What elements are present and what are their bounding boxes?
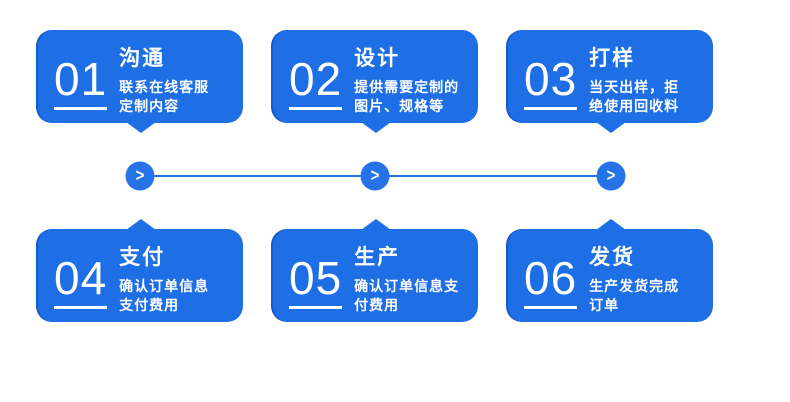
step-title: 支付 (119, 246, 166, 269)
step-number: 01 (54, 53, 108, 105)
step-card-06: 06 发货 生产发货完成 订单 (508, 229, 713, 322)
chevron-right-icon: > (370, 166, 380, 186)
step-description-line: 定制内容 (119, 98, 180, 114)
arrow-node-1: > (125, 161, 155, 191)
step-card-04: 04 支付 确认订单信息 支付费用 (38, 229, 243, 322)
step-text-block: 支付 确认订单信息 支付费用 (119, 239, 209, 315)
arrow-node-3: > (596, 161, 626, 191)
step-number-block: 02 (289, 53, 343, 110)
step-description: 联系在线客服 定制内容 (119, 78, 209, 116)
step-number-block: 01 (54, 53, 108, 110)
step-number-block: 04 (54, 252, 108, 309)
step-description: 当天出样，拒 绝使用回收料 (589, 78, 679, 116)
step-description-line: 生产发货完成 (589, 278, 680, 294)
chevron-right-icon: > (606, 166, 616, 186)
step-description: 提供需要定制的 图片、规格等 (354, 78, 459, 116)
step-number-block: 06 (524, 252, 578, 309)
step-number-block: 03 (524, 53, 578, 110)
step-text-block: 生产 确认订单信息支 付费用 (354, 239, 459, 315)
number-underline (289, 107, 343, 110)
step-description-line: 提供需要定制的 (354, 79, 460, 95)
process-connector: > > > (0, 123, 790, 229)
step-number: 02 (289, 53, 343, 105)
step-description: 生产发货完成 订单 (589, 277, 679, 315)
step-description: 确认订单信息 支付费用 (119, 277, 209, 315)
step-description-line: 订单 (589, 297, 620, 313)
step-card-01: 01 沟通 联系在线客服 定制内容 (38, 30, 243, 123)
step-description-line: 联系在线客服 (119, 79, 210, 95)
step-title: 打样 (589, 47, 636, 70)
step-number: 04 (54, 252, 108, 304)
step-description-line: 支付费用 (119, 297, 180, 313)
step-text-block: 沟通 联系在线客服 定制内容 (119, 40, 209, 116)
step-card-02: 02 设计 提供需要定制的 图片、规格等 (273, 30, 478, 123)
step-number: 05 (289, 252, 343, 304)
steps-row-top: 01 沟通 联系在线客服 定制内容 02 设计 提供需要定制的 图片、规格等 (38, 30, 713, 123)
number-underline (524, 306, 578, 309)
number-underline (54, 306, 108, 309)
step-description-line: 绝使用回收料 (589, 98, 680, 114)
step-text-block: 发货 生产发货完成 订单 (589, 239, 679, 315)
number-underline (54, 107, 108, 110)
step-text-block: 设计 提供需要定制的 图片、规格等 (354, 40, 459, 116)
arrow-node-2: > (360, 161, 390, 191)
chevron-right-icon: > (135, 166, 145, 186)
step-text-block: 打样 当天出样，拒 绝使用回收料 (589, 40, 679, 116)
step-number: 06 (524, 252, 578, 304)
steps-row-bottom: 04 支付 确认订单信息 支付费用 05 生产 确认订单信息支 付费用 (38, 229, 713, 322)
step-description-line: 确认订单信息支 (354, 278, 460, 294)
number-underline (289, 306, 343, 309)
step-title: 沟通 (119, 47, 166, 70)
step-description-line: 图片、规格等 (354, 98, 445, 114)
step-number-block: 05 (289, 252, 343, 309)
step-title: 设计 (354, 47, 401, 70)
step-description-line: 确认订单信息 (119, 278, 210, 294)
step-title: 生产 (354, 246, 401, 269)
step-title: 发货 (589, 246, 636, 269)
step-description-line: 当天出样，拒 (589, 79, 680, 95)
step-number: 03 (524, 53, 578, 105)
step-description: 确认订单信息支 付费用 (354, 277, 459, 315)
step-card-05: 05 生产 确认订单信息支 付费用 (273, 229, 478, 322)
number-underline (524, 107, 578, 110)
step-card-03: 03 打样 当天出样，拒 绝使用回收料 (508, 30, 713, 123)
step-description-line: 付费用 (354, 297, 400, 313)
